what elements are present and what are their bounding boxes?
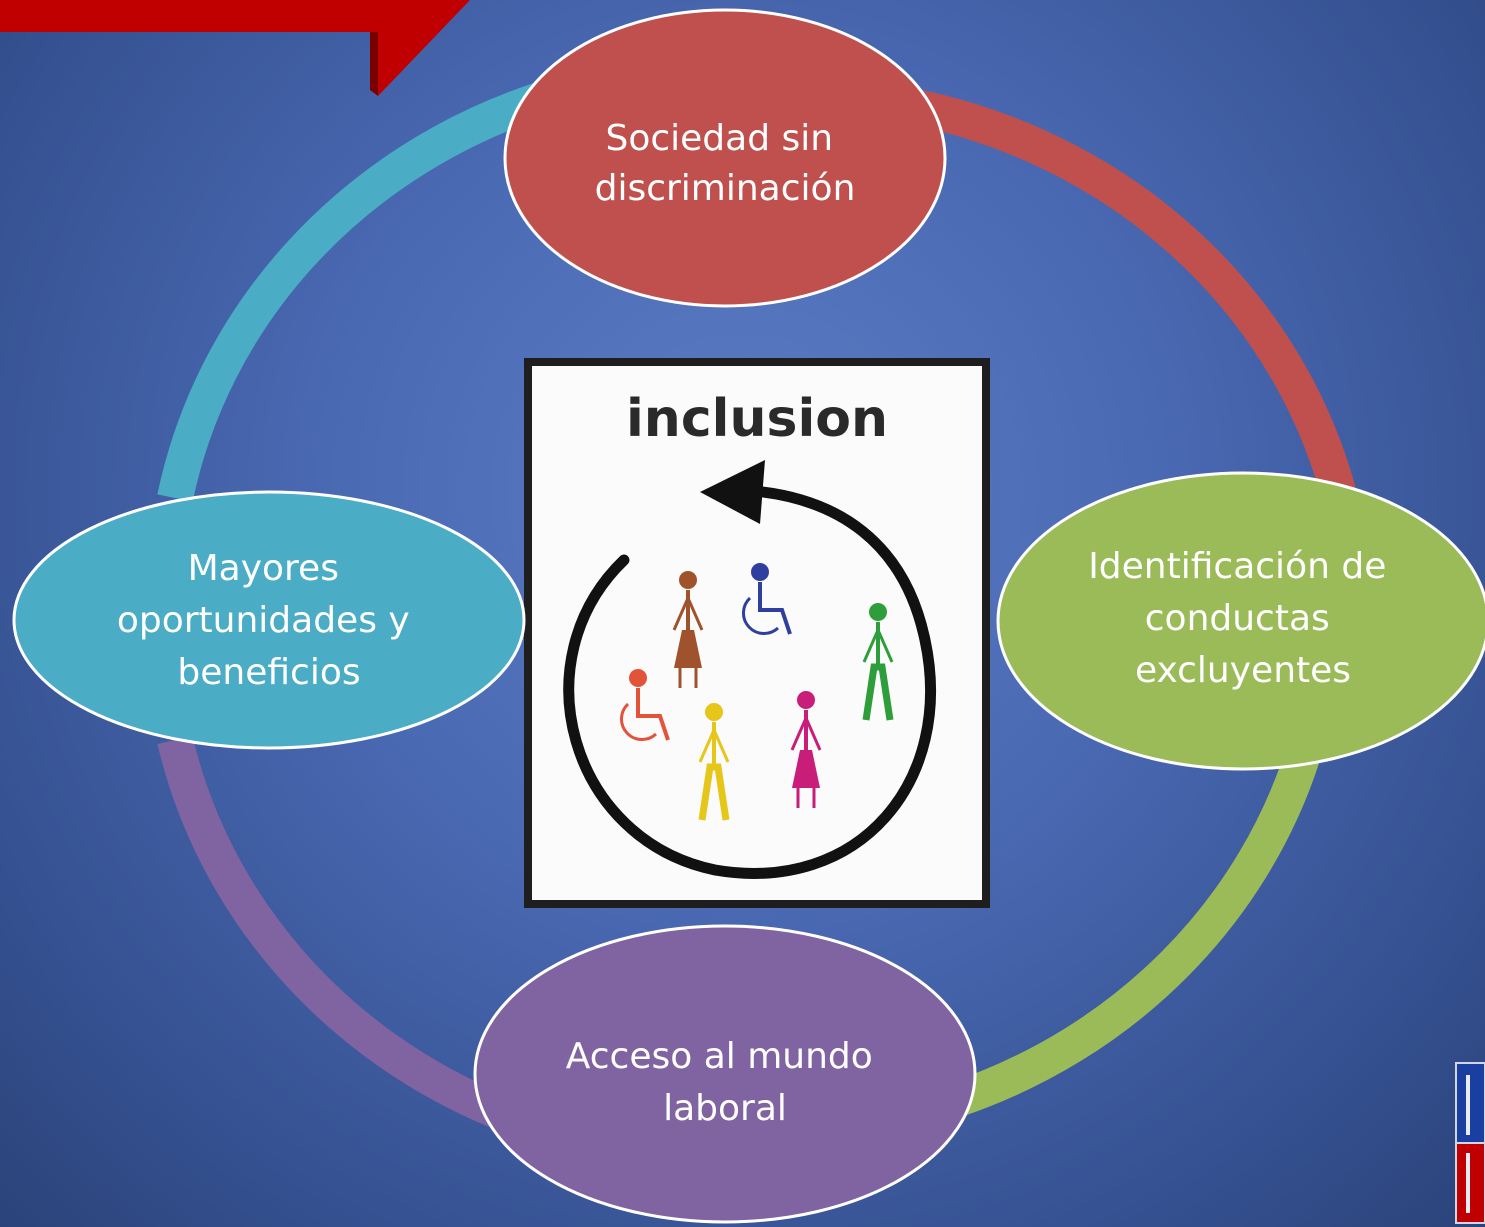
node-left: Mayores oportunidades y beneficios: [12, 490, 526, 750]
node-top: Sociedad sin discriminación: [503, 8, 947, 308]
ring-arc-purple: [157, 735, 507, 1129]
person-figure-standing-icon: [698, 703, 730, 821]
ring-arc-red: [916, 90, 1363, 524]
node-left-label: Mayores oportunidades y beneficios: [117, 548, 421, 693]
ring-arc-teal: [157, 82, 546, 502]
person-figure-wheelchair-icon: [742, 563, 792, 635]
node-left-line-3: beneficios: [177, 652, 360, 693]
node-right-line-3: excluyentes: [1135, 650, 1351, 691]
top-left-banner: [0, 0, 470, 96]
person-figure-standing-dress-icon: [790, 691, 822, 808]
corner-logo: [1455, 1062, 1485, 1224]
node-left-line-2: oportunidades y: [117, 600, 410, 641]
node-right-label: Identificación de conductas excluyentes: [1088, 546, 1398, 691]
node-left-line-1: Mayores: [188, 548, 339, 589]
ring-arc-green: [949, 742, 1323, 1118]
node-bottom-line-2: laboral: [663, 1088, 787, 1129]
node-top-line-2: discriminación: [595, 168, 856, 209]
cycle-ring: [157, 82, 1363, 1129]
node-right-line-1: Identificación de: [1088, 546, 1386, 587]
cycle-arrow-icon: [563, 484, 936, 879]
inclusion-title: inclusion: [626, 389, 888, 449]
inclusion-picture: inclusion: [524, 358, 990, 908]
person-figure-standing-icon: [862, 603, 894, 721]
node-top-label: Sociedad sin discriminación: [595, 118, 856, 209]
arrowhead-icon: [700, 460, 765, 524]
node-right-line-2: conductas: [1145, 598, 1330, 639]
node-bottom: Acceso al mundo laboral: [473, 924, 977, 1224]
node-right: Identificación de conductas excluyentes: [996, 471, 1485, 771]
node-bottom-label: Acceso al mundo laboral: [566, 1036, 885, 1129]
people-figures: [620, 563, 894, 821]
node-top-line-1: Sociedad sin: [605, 118, 833, 159]
person-figure-wheelchair-icon: [620, 669, 670, 741]
node-bottom-line-1: Acceso al mundo: [566, 1036, 873, 1077]
person-figure-standing-dress-icon: [672, 571, 704, 688]
